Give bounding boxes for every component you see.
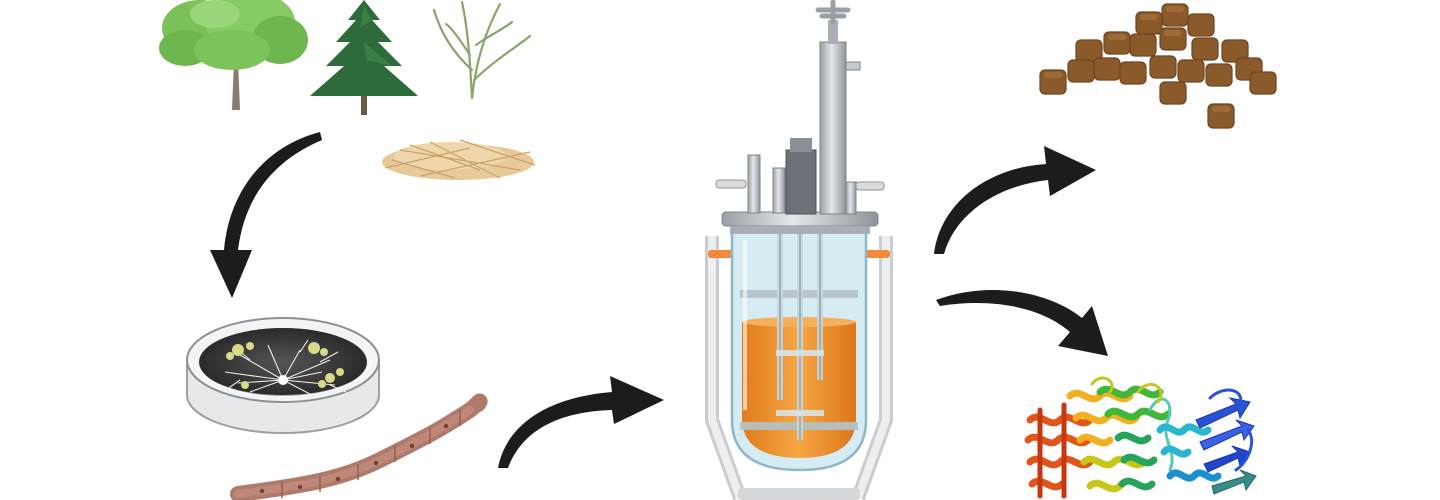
conifer-tree-icon <box>310 0 418 115</box>
fungal-hypha-icon <box>230 393 488 500</box>
protein-structure-icon <box>1024 376 1257 499</box>
arrow-bioreactor-to-protein-icon <box>936 289 1108 356</box>
flow-arrows <box>210 132 1108 468</box>
arrow-culture-to-bioreactor-icon <box>498 376 664 468</box>
bioreactor-icon <box>705 0 893 500</box>
broadleaf-tree-icon <box>159 0 308 110</box>
fungal-colonies <box>226 342 344 389</box>
biomass-group <box>159 0 536 180</box>
grass-stalk-icon <box>432 0 532 100</box>
arrow-biomass-to-culture-icon <box>210 132 322 298</box>
petri-dish-icon <box>186 317 380 434</box>
straw-pile-icon <box>382 139 536 180</box>
feed-pellets-icon <box>1039 3 1277 129</box>
arrow-bioreactor-to-pellets-icon <box>934 146 1096 254</box>
mycelium-lines <box>224 339 347 395</box>
